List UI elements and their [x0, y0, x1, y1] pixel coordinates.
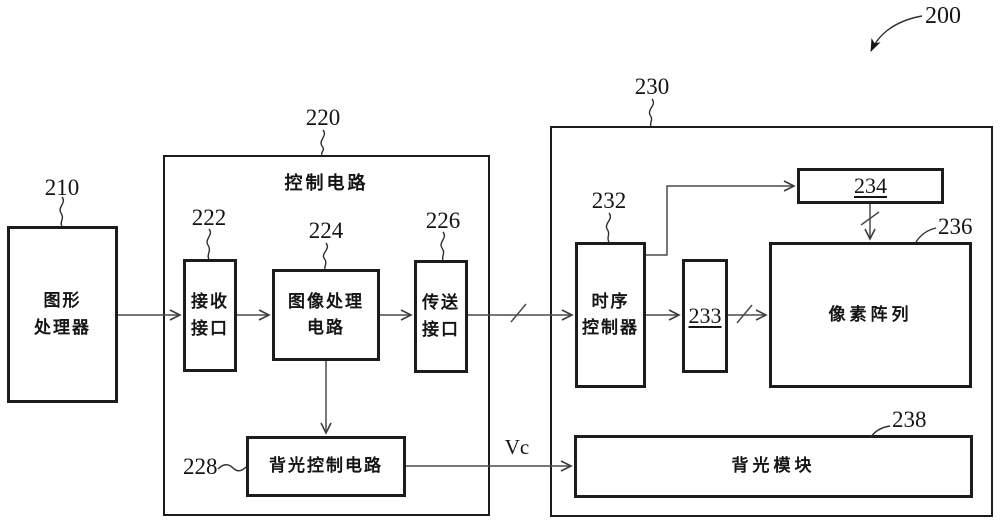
rx-interface-label: 接收 接口 [191, 292, 229, 338]
ref-232: 232 [591, 188, 627, 213]
control-circuit-box [163, 155, 490, 516]
backlight-module-box: 背光模块 [574, 435, 973, 498]
backlight-module-label: 背光模块 [731, 456, 816, 476]
display-device-box [550, 126, 993, 517]
tx-interface-label: 传送 接口 [422, 293, 460, 339]
leader-210 [59, 196, 65, 227]
box-234: 234 [797, 168, 944, 204]
ref-200: 200 [925, 3, 961, 29]
ref-224: 224 [308, 218, 344, 243]
ref-226: 226 [425, 208, 461, 233]
box-233-label: 233 [688, 303, 722, 328]
ref-222: 222 [191, 205, 227, 230]
ref-220: 220 [305, 105, 341, 130]
pixel-array-box: 像素阵列 [769, 242, 972, 388]
image-processing-circuit-box: 图像处理 电路 [272, 269, 380, 361]
backlight-control-circuit-box: 背光控制电路 [246, 436, 406, 497]
leader-220 [320, 129, 326, 156]
timing-controller-label: 时序 控制器 [582, 291, 639, 337]
ref-236: 236 [938, 214, 973, 239]
backlight-control-circuit-label: 背光控制电路 [269, 456, 383, 476]
gpu-label: 图形 处理器 [34, 291, 91, 337]
ref-238: 238 [892, 407, 927, 432]
figure-pointer-arrow [870, 15, 923, 52]
rx-interface-box: 接收 接口 [183, 259, 237, 372]
bus-slash-tx-tcon [510, 303, 527, 323]
box-234-label: 234 [854, 173, 887, 198]
ref-230: 230 [634, 74, 670, 99]
timing-controller-box: 时序 控制器 [575, 242, 646, 388]
vc-signal-label: Vc [504, 435, 530, 459]
gpu-box: 图形 处理器 [7, 226, 118, 403]
ref-210: 210 [44, 175, 80, 200]
pixel-array-label: 像素阵列 [828, 304, 913, 324]
ref-228: 228 [183, 454, 218, 479]
box-233: 233 [682, 259, 728, 373]
control-circuit-title: 控制电路 [284, 173, 369, 193]
image-processing-circuit-label: 图像处理 电路 [288, 291, 364, 337]
tx-interface-box: 传送 接口 [414, 260, 468, 373]
leader-230 [648, 98, 655, 127]
